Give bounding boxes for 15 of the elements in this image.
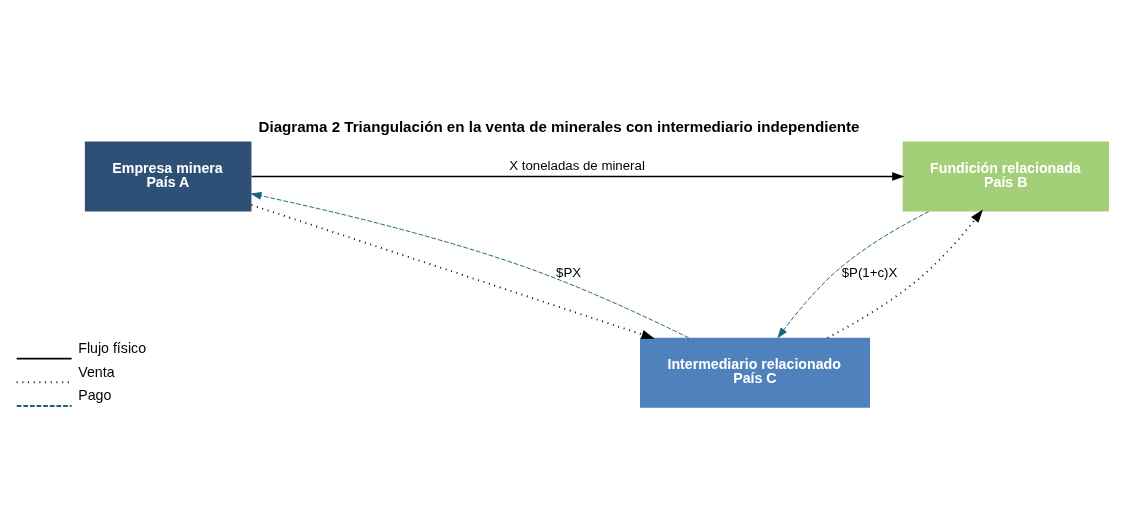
node-box: Fundición relacionada País B [902,141,1109,212]
node-box: Intermediario relacionado País C [640,337,870,408]
edge-label: X toneladas de mineral [509,157,645,173]
edge-label: $P(1+c)X [841,264,898,280]
legend-label: Venta [78,363,115,380]
arrow [250,172,905,181]
arrow [251,192,690,339]
diagram-title: Diagrama 2 Triangulación en la venta de minerales con intermediario independiente [258,117,860,135]
edge-label: $PX [556,264,582,280]
arrow [826,209,983,339]
arrow [777,211,930,339]
legend-label: Pago [78,387,112,404]
legend-label: Flujo físico [78,339,147,356]
node-box: Empresa minera País A [84,141,252,212]
arrow [250,204,655,339]
